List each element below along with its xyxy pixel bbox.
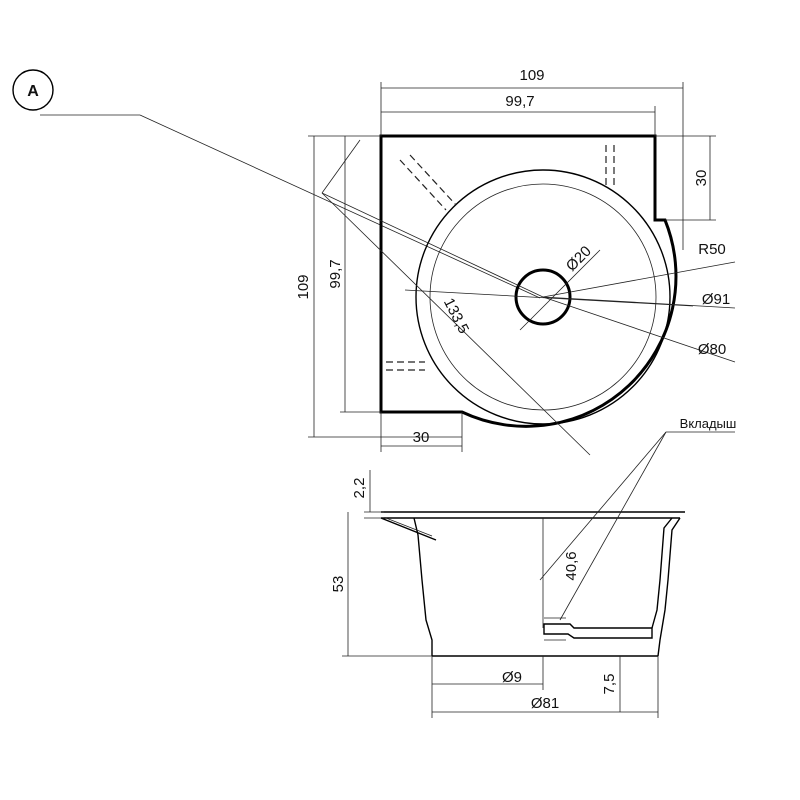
dim-corner-right: 30 <box>693 170 710 187</box>
dim-drain-hole: Ø9 <box>502 669 522 686</box>
section-right-wall-inner <box>651 517 673 629</box>
bowl-outer-circle <box>415 169 671 425</box>
dim-bottom-diameter: Ø81 <box>531 695 559 712</box>
view-marker: A <box>12 69 541 299</box>
dim-radius: R50 <box>698 241 726 258</box>
insert-label: Вкладыш <box>680 416 737 431</box>
dim-inner-bowl: Ø80 <box>698 341 726 358</box>
dim-height-overall: 109 <box>295 274 312 299</box>
sink-outline <box>379 134 678 428</box>
dim-bowl-depth: 40,6 <box>563 551 580 580</box>
section-view: 2,2 53 40,6 Вкладыш Ø9 7,5 Ø81 <box>330 416 736 718</box>
dim-total-depth: 53 <box>330 576 347 593</box>
section-insert <box>543 623 653 639</box>
section-right-wall-outer <box>657 517 681 657</box>
view-marker-letter: A <box>27 83 39 100</box>
dim-drain-step: 7,5 <box>601 674 618 695</box>
dim-height-inner: 99,7 <box>327 259 344 288</box>
dim-outer-bowl: Ø91 <box>702 291 730 308</box>
dim-drain-diameter: Ø20 <box>563 243 595 275</box>
dim-width-inner: 99,7 <box>505 93 534 110</box>
bowl-inner-circle <box>429 183 657 411</box>
dim-width-overall: 109 <box>519 67 544 84</box>
section-left-wall <box>413 517 433 656</box>
dim-diagonal: 133,5 <box>440 295 472 336</box>
top-view: 109 99,7 30 109 99,7 30 133,5 Ø20 R50 Ø9… <box>295 67 736 456</box>
drain-circle <box>514 268 572 326</box>
dim-corner-bottom: 30 <box>413 429 430 446</box>
dim-rim-thickness: 2,2 <box>351 478 368 499</box>
